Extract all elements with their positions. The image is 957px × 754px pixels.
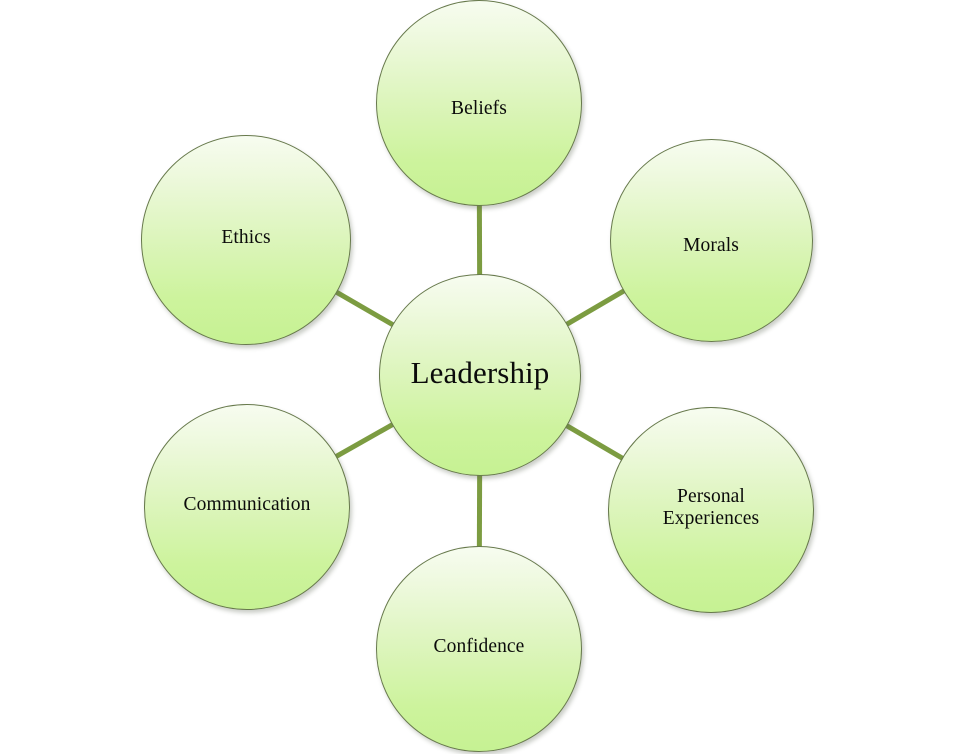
connector-line	[563, 422, 626, 462]
node-confidence-label: Confidence	[433, 635, 525, 657]
center-node-label: Leadership	[410, 355, 550, 391]
node-communication[interactable]: Communication	[144, 404, 350, 610]
node-communication-label: Communication	[183, 493, 311, 515]
center-node-leadership[interactable]: Leadership	[379, 274, 581, 476]
connector-line	[333, 288, 397, 329]
connector-line	[332, 421, 396, 460]
node-personal-experiences-label: Personal Experiences	[662, 485, 760, 529]
node-ethics-label: Ethics	[221, 226, 271, 248]
node-morals[interactable]: Morals	[609, 138, 813, 342]
node-beliefs-label: Beliefs	[451, 97, 507, 119]
connector-line	[563, 287, 628, 328]
node-beliefs[interactable]: Beliefs	[376, 0, 582, 206]
node-confidence[interactable]: Confidence	[376, 546, 582, 752]
node-personal-experiences[interactable]: Personal Experiences	[608, 407, 814, 613]
node-ethics[interactable]: Ethics	[141, 135, 351, 345]
node-morals-label: Morals	[683, 234, 739, 256]
